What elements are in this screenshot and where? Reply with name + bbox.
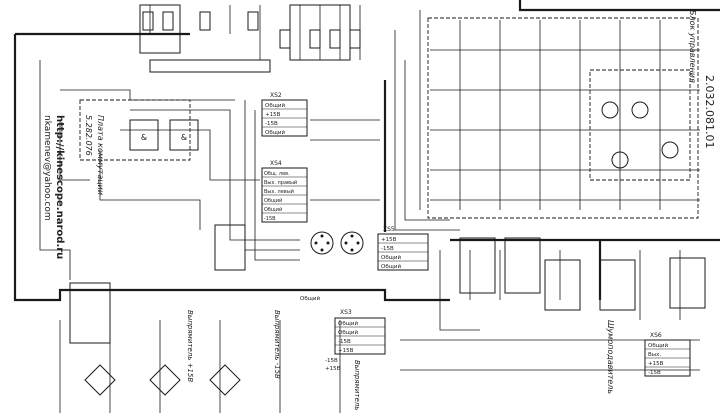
xs5-row: Общий (381, 254, 401, 261)
xs4-row: -15В (264, 216, 276, 222)
voltage-tag: +15В (325, 366, 341, 372)
control-board-title: Плата коммутации (96, 115, 105, 195)
rectifier-bridge (84, 364, 241, 396)
xs5-row: Общий (381, 263, 401, 270)
xs3-label: XS3 (340, 309, 352, 316)
control-board-ic-1: & (129, 119, 159, 151)
xs6-row: +15В (648, 361, 664, 367)
xs2-row: Общий (265, 129, 285, 136)
xs6-label: XS6 (650, 332, 662, 339)
din-socket (310, 231, 334, 255)
xs2-row: Общий (265, 102, 285, 109)
xs5-label: XS5 (383, 226, 395, 233)
xs4-row: Вых. левый (264, 188, 294, 195)
voltage-tag: Общий (300, 295, 320, 302)
xs3-row: Общий (338, 329, 358, 336)
bottom-left-label-3: Выпрямитель +15В (353, 360, 361, 413)
xs6-row: Вых. (648, 352, 661, 358)
control-board-ic-2: & (169, 119, 199, 151)
bottom-left-label-1: Выпрямитель +15В (186, 310, 194, 382)
xs4-label: XS4 (270, 160, 282, 167)
xs5-row: -15В (381, 246, 394, 252)
xs4-row: Общий (264, 206, 282, 213)
xs3-row: -15В (338, 339, 351, 345)
connector-xs4: XS4 Общ. лев. Вых. правый Вых. левый Общ… (261, 160, 308, 223)
xs6-row: Общий (648, 342, 668, 349)
connector-xs3: XS3 Общий Общий -15В +15В (334, 309, 386, 355)
xs5-row: +15В (381, 237, 397, 243)
pin-block-group (69, 4, 706, 344)
bottom-right-label: Шумоподавитель (606, 320, 615, 394)
xs4-row: Вых. правый (264, 179, 297, 186)
xs4-row: Общий (264, 197, 282, 204)
voltage-tag: -15В (325, 358, 338, 364)
bottom-left-label-2: Выпрямитель -15В (273, 310, 281, 379)
svg-text:&: & (141, 133, 147, 142)
frame-caption: Блок управления (688, 10, 697, 83)
xs6-row: -15В (648, 370, 661, 376)
connector-xs5: XS5 +15В -15В Общий Общий (377, 226, 429, 271)
side-caption-email: nkamenev@yahoo.com (42, 115, 52, 221)
xs2-row: +15В (265, 112, 281, 118)
main-bus-wires (13, 0, 720, 302)
svg-text:&: & (181, 133, 187, 142)
din-socket (340, 231, 364, 255)
xs4-row: Общ. лев. (264, 171, 290, 177)
connector-xs2: XS2 Общий +15В -15В Общий (261, 92, 308, 137)
transistor-cluster (601, 101, 679, 169)
frame-doc-code: 2.032.081.01 (703, 75, 716, 148)
xs2-label: XS2 (270, 92, 282, 99)
xs2-row: -15В (265, 121, 278, 127)
dashed-frames (79, 17, 699, 219)
xs3-row: +15В (338, 348, 354, 354)
top-resistor-row (142, 11, 361, 73)
control-board-code: 5.282.076 (84, 115, 93, 156)
side-caption-url: http://kinescope.narod.ru (54, 115, 65, 259)
xs3-row: Общий (338, 320, 358, 327)
connector-xs6: XS6 Общий Вых. +15В -15В (644, 332, 691, 377)
signal-wires (39, 5, 700, 413)
